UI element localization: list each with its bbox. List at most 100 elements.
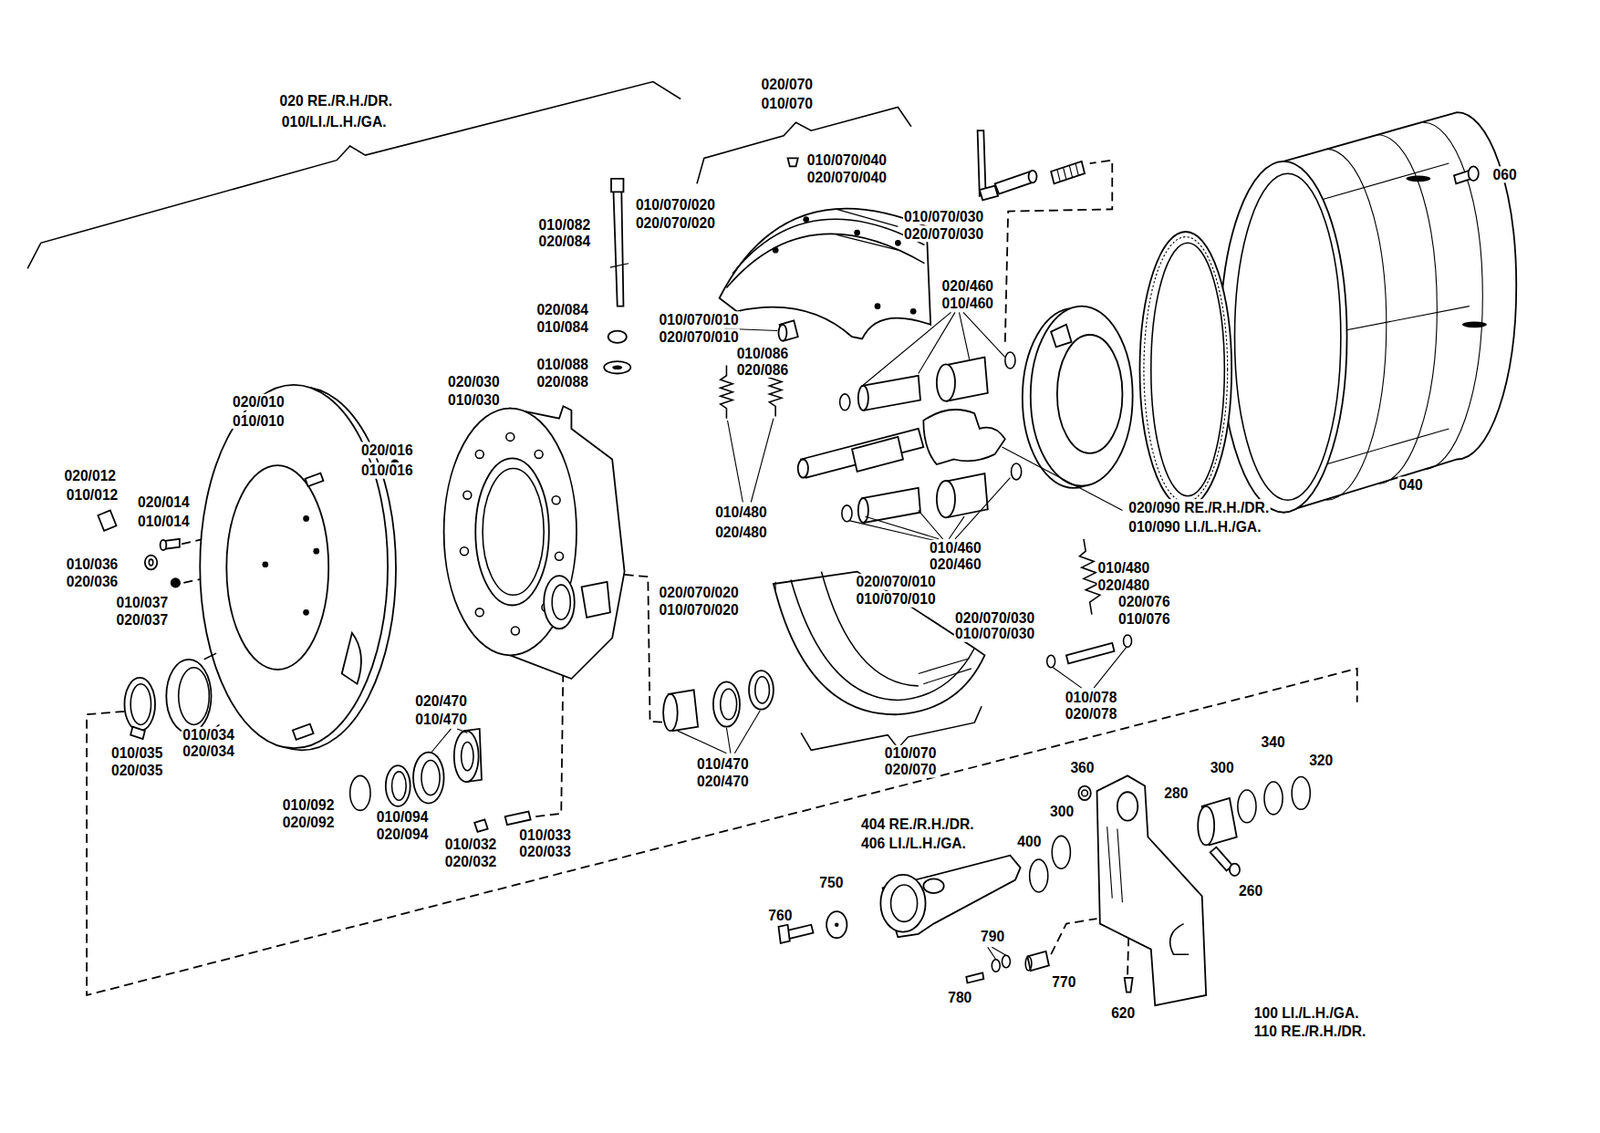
small-parts: [145, 555, 157, 571]
leader-line: [1001, 446, 1123, 510]
brake-drum: [1405, 175, 1431, 182]
fastener: [778, 911, 1133, 992]
dust-shield: [1022, 306, 1133, 489]
dust-shield: [1030, 306, 1133, 487]
anchor-pin: [977, 130, 987, 197]
bushing: [1237, 789, 1257, 823]
bushing: [1078, 786, 1091, 801]
brake-shoe: [894, 239, 902, 247]
brake-shoe: [726, 233, 925, 288]
bolt: [612, 186, 624, 307]
backing-plate: [226, 465, 329, 670]
callout-number: 020/094: [375, 825, 430, 842]
callout-number: 010/082: [538, 216, 593, 233]
shoe-pin-head: [778, 324, 787, 342]
bolt: [610, 263, 629, 268]
leader-line: [727, 418, 774, 503]
callout-number: 010/084: [535, 318, 590, 335]
small-parts: [170, 577, 181, 588]
callout-number: 010/010: [231, 412, 286, 429]
callout-number: 020/460: [940, 277, 995, 294]
spider-carrier: [551, 496, 561, 505]
brake-drum: [1235, 173, 1341, 500]
small-parts: [97, 459, 399, 589]
dust-shield: [1050, 324, 1071, 348]
callout-number: 020/070/030: [903, 225, 985, 242]
leader-line: [430, 311, 1127, 959]
callout-number: 010/076: [1117, 610, 1172, 627]
backing-plate: [312, 548, 320, 555]
leader-line: [1052, 646, 1127, 688]
brake-shoe: [773, 571, 986, 716]
spider-carrier: [534, 449, 543, 458]
shoe-pin: [1047, 634, 1133, 668]
bearing-ring: [454, 730, 479, 782]
roller: [841, 505, 852, 522]
tone-ring: [1143, 237, 1228, 503]
callout-number: 340: [1259, 733, 1286, 750]
callout-number: 010/070/020: [657, 601, 739, 618]
backing-plate: [302, 609, 310, 616]
seal-ring: [204, 653, 220, 733]
callout-number: 020/084: [535, 301, 590, 318]
dust-shield: [1057, 334, 1123, 454]
small-parts: [97, 509, 116, 530]
callout-number: 010/078: [1064, 688, 1119, 706]
spider-carrier: [543, 575, 575, 629]
callout-number: 010/070/010: [657, 311, 739, 328]
bushing: [755, 676, 770, 704]
mounting-bracket: [1117, 791, 1138, 821]
callout-number: 020/070: [883, 761, 938, 779]
callout-number: 010/032: [444, 835, 499, 852]
backing-plate: [199, 384, 396, 751]
backing-plate: [261, 561, 269, 568]
bearing-ring: [421, 760, 440, 796]
callout-number: 040: [1397, 477, 1424, 494]
spider-carrier: [459, 547, 468, 556]
brake-drum: [1220, 161, 1348, 513]
brake-shoe: [910, 308, 917, 315]
callout-number: 400: [1016, 832, 1042, 850]
callout-number: 020/088: [535, 374, 590, 391]
cam-shaft: [851, 436, 904, 472]
callout-number: 110 RE./R.H./DR.: [1253, 1022, 1368, 1039]
brake-drum: [1377, 135, 1437, 485]
backing-plate: [302, 515, 310, 522]
bushing: [1291, 776, 1310, 810]
callout-number: 010/012: [65, 487, 120, 504]
roller: [936, 363, 956, 401]
mounting-bracket: [1170, 924, 1190, 956]
bushing: [663, 670, 774, 731]
callout-number: 020/070/010: [854, 573, 936, 591]
spider-carrier: [506, 432, 515, 441]
callout-number: 010/030: [446, 392, 501, 409]
leader-line: [987, 946, 1007, 959]
callout-number: 020/014: [136, 494, 191, 511]
brake-shoe: [874, 302, 882, 310]
callout-number: 404 RE./R.H./DR.: [860, 815, 976, 832]
bushing: [1264, 781, 1283, 815]
roller: [936, 480, 956, 518]
callout-number: 010/092: [281, 797, 336, 814]
small-parts: [148, 559, 153, 566]
spider-carrier: [475, 457, 550, 605]
slack-adjuster: [891, 884, 918, 922]
callout-number: 020/480: [1096, 576, 1151, 593]
bearing-ring: [350, 775, 371, 811]
bearing-ring: [474, 819, 489, 832]
mounting-bracket: [1107, 826, 1123, 903]
callout-number: 320: [1308, 752, 1334, 769]
shoe-pin: [1123, 634, 1133, 647]
callout-number: 020/037: [114, 611, 169, 628]
bushing: [1078, 776, 1310, 876]
callout-number: 010/014: [136, 513, 191, 530]
seal-ring: [178, 667, 210, 726]
leader-line: [775, 581, 777, 591]
callout-number: 780: [946, 988, 973, 1006]
callout-number: 010/033: [518, 826, 572, 843]
spider-carrier: [510, 626, 520, 635]
callout-number: 280: [1163, 784, 1189, 801]
callout-number: 010/070/040: [806, 152, 888, 169]
tone-ring: [1151, 242, 1226, 496]
